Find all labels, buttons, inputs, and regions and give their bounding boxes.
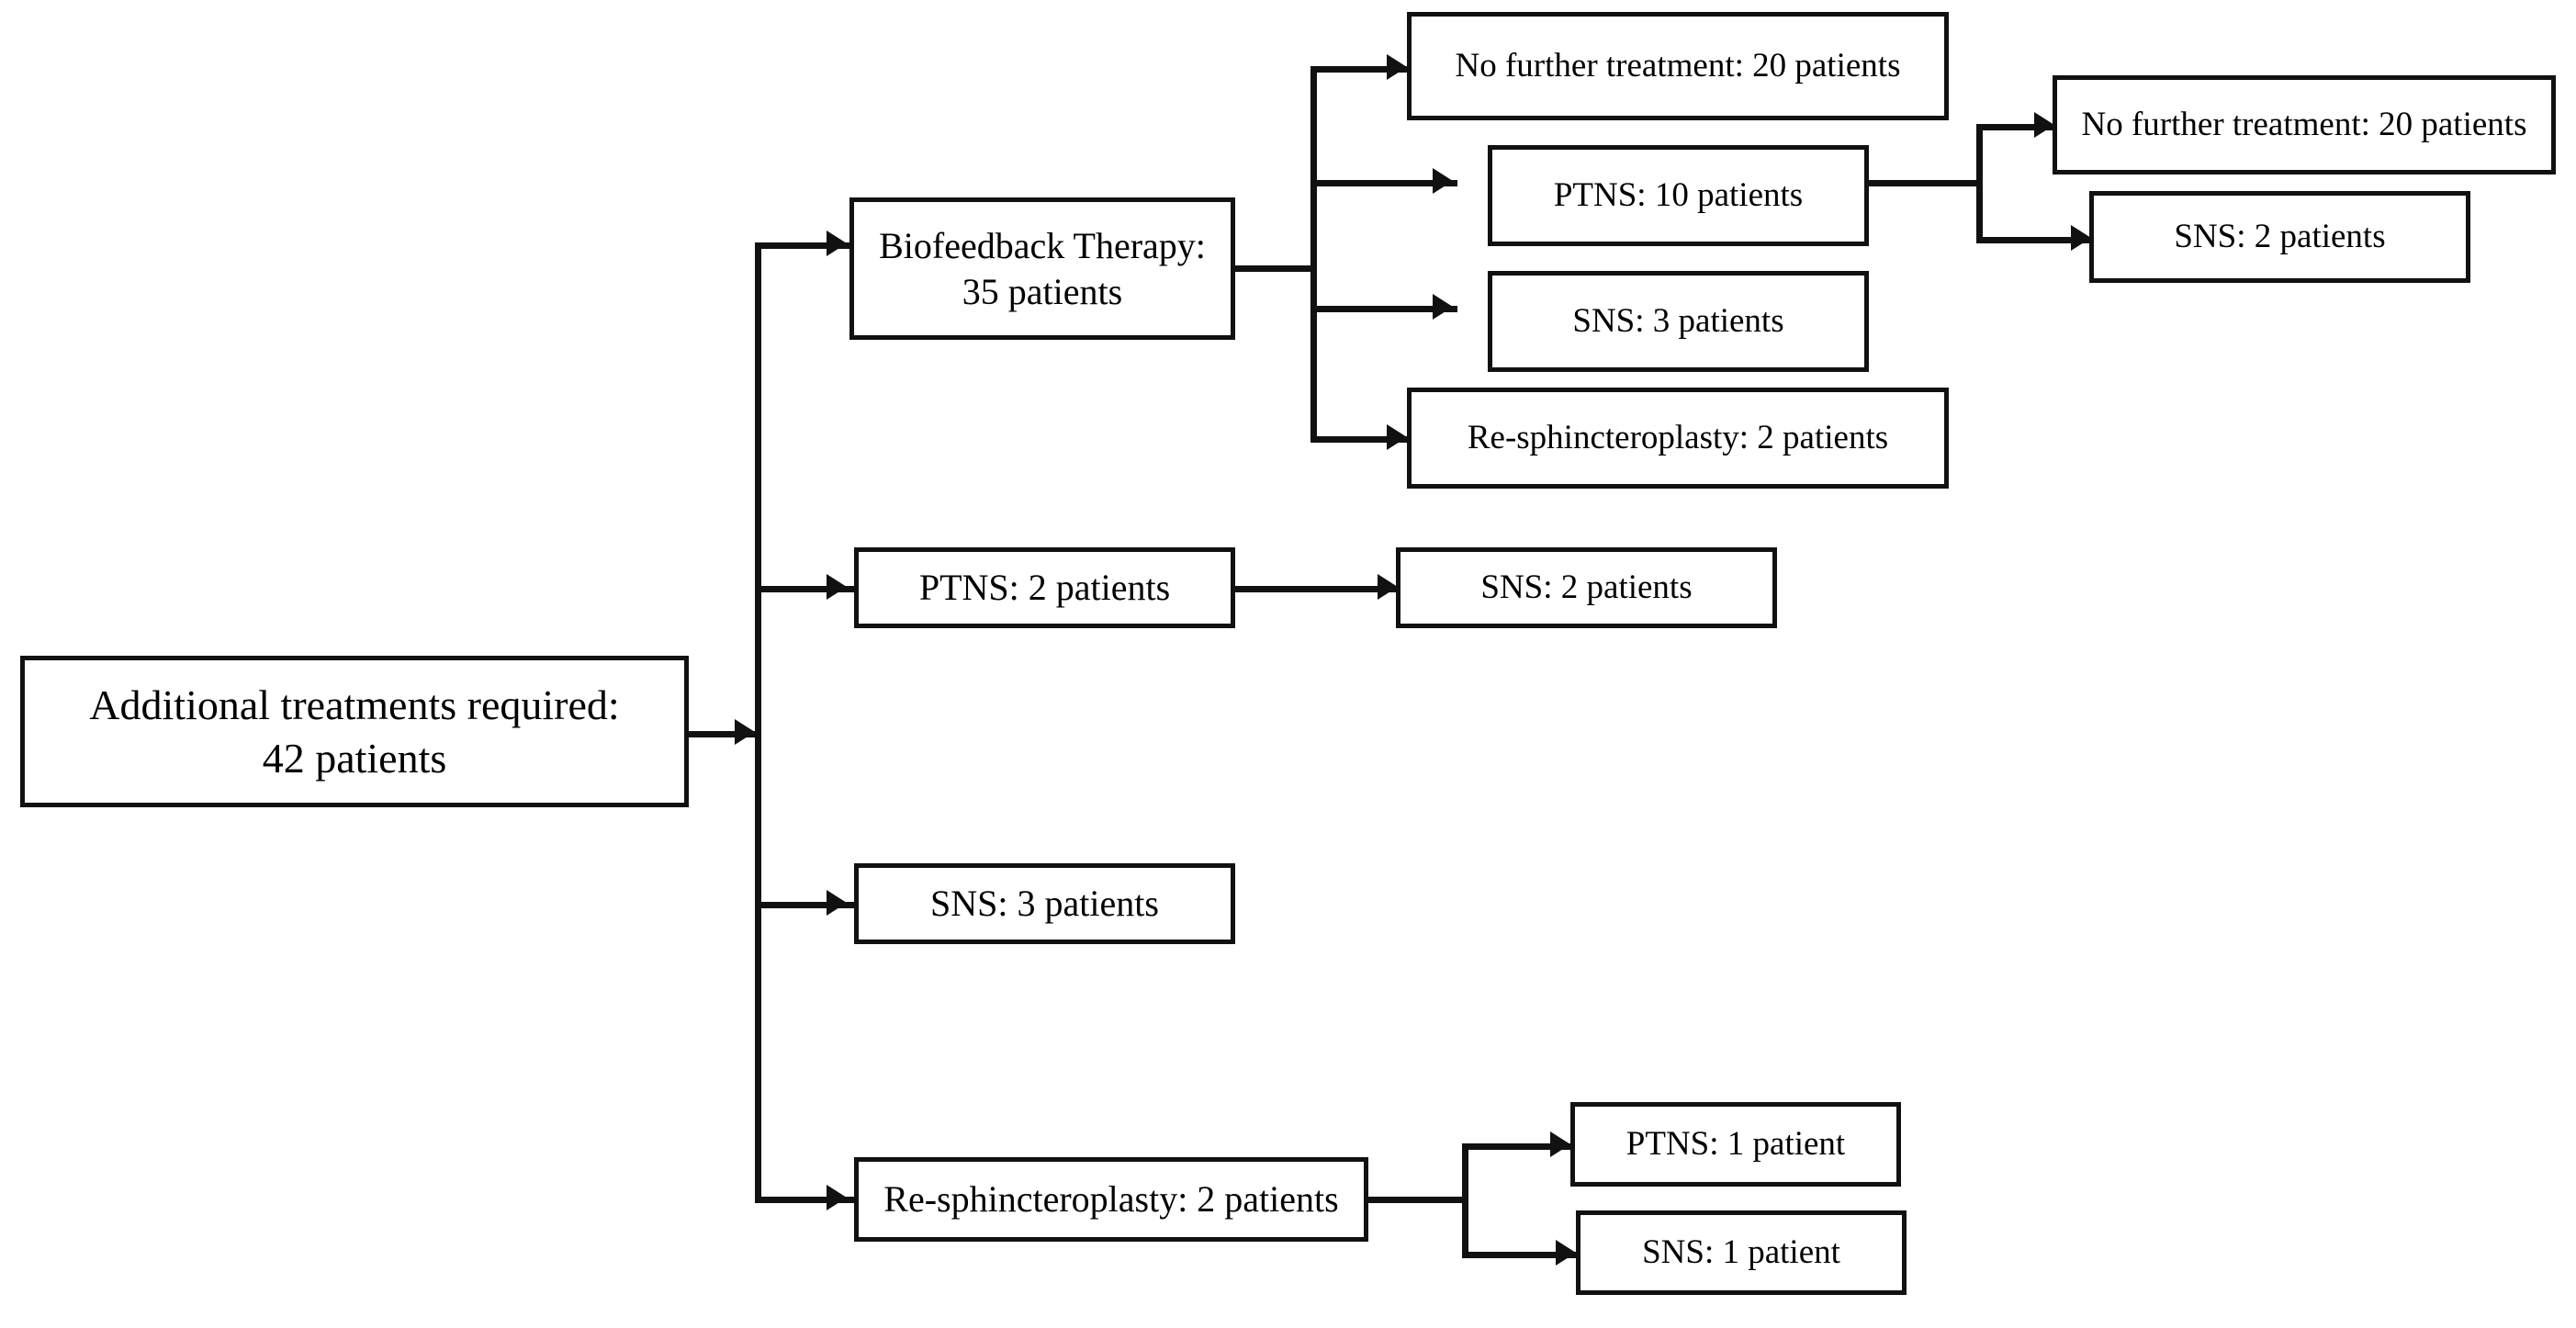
arrowhead-bf-resphincter	[1387, 424, 1407, 450]
node-bf-ptns-label: PTNS: 10 patients	[1553, 175, 1804, 214]
node-bf-resphincter-label: Re-sphincteroplasty: 2 patients	[1467, 418, 1889, 456]
node-resph-sns-label: SNS: 1 patient	[1642, 1232, 1840, 1271]
edge-bus-to-resph-ptns	[1462, 1143, 1572, 1150]
node-biofeedback-therapy[interactable]: Biofeedback Therapy: 35 patients	[849, 197, 1235, 340]
edge-bus-to-resph-sns	[1462, 1252, 1578, 1258]
edge-bfptns-to-bus	[1869, 180, 1983, 186]
arrowhead-ptns2	[827, 574, 847, 600]
arrowhead-ptns10-sns	[2071, 225, 2091, 251]
bus-resphincter-vertical	[1462, 1143, 1468, 1258]
arrowhead-resphincter2	[827, 1185, 847, 1210]
node-ptns10-sns[interactable]: SNS: 2 patients	[2089, 191, 2470, 283]
node-sns3-label: SNS: 3 patients	[930, 883, 1159, 924]
node-bf-ptns[interactable]: PTNS: 10 patients	[1488, 145, 1869, 246]
edge-trunk-to-sns3	[755, 902, 854, 908]
node-bf-re-sphincteroplasty[interactable]: Re-sphincteroplasty: 2 patients	[1407, 388, 1949, 489]
node-root-additional-treatments[interactable]: Additional treatments required: 42 patie…	[20, 656, 689, 807]
edge-bus-to-bf-sns	[1310, 306, 1457, 312]
edge-bus-to-ptns10-no-further	[1976, 124, 2057, 130]
node-ptns2-sns[interactable]: SNS: 2 patients	[1396, 547, 1777, 628]
node-bf-sns[interactable]: SNS: 3 patients	[1488, 271, 1869, 372]
node-ptns10-no-further-label: No further treatment: 20 patients	[2081, 105, 2527, 143]
edge-resphincter2-to-bus	[1368, 1197, 1468, 1203]
node-ptns2-label: PTNS: 2 patients	[918, 567, 1171, 608]
bus-bfptns-vertical	[1976, 124, 1983, 243]
node-sns-3-patients[interactable]: SNS: 3 patients	[854, 863, 1235, 944]
arrowhead-resph-ptns	[1550, 1131, 1570, 1157]
edge-trunk-to-resphincter2	[755, 1197, 854, 1203]
arrowhead-root-trunk	[735, 719, 755, 745]
node-bf-no-further-treatment[interactable]: No further treatment: 20 patients	[1407, 12, 1949, 120]
edge-bus-to-ptns10-sns	[1976, 237, 2094, 243]
arrowhead-bf-ptns	[1433, 168, 1453, 194]
node-ptns10-sns-label: SNS: 2 patients	[2174, 217, 2386, 255]
node-re-sphincteroplasty-2-patients[interactable]: Re-sphincteroplasty: 2 patients	[854, 1157, 1368, 1242]
edge-ptns2-to-sns2	[1235, 586, 1400, 592]
arrowhead-resph-sns	[1556, 1240, 1576, 1266]
edge-bus-to-bf-ptns	[1310, 180, 1457, 186]
edge-biofeedback-to-bus	[1235, 265, 1317, 272]
node-resph-sns[interactable]: SNS: 1 patient	[1576, 1210, 1907, 1295]
node-root-label: Additional treatments required: 42 patie…	[89, 681, 620, 782]
node-bf-no-further-label: No further treatment: 20 patients	[1455, 46, 1901, 84]
node-ptns2-sns-label: SNS: 2 patients	[1480, 568, 1693, 606]
node-resphincter2-label: Re-sphincteroplasty: 2 patients	[883, 1178, 1339, 1220]
node-resph-ptns-label: PTNS: 1 patient	[1625, 1124, 1846, 1163]
edge-bus-to-bf-no-further	[1310, 66, 1412, 73]
node-ptns10-no-further-treatment[interactable]: No further treatment: 20 patients	[2053, 75, 2556, 174]
arrowhead-ptns10-no-further	[2034, 112, 2054, 138]
edge-bus-to-bf-resphincter	[1310, 436, 1412, 443]
edge-trunk-to-ptns2	[755, 586, 854, 592]
arrowhead-ptns2-sns2	[1378, 574, 1398, 600]
arrowhead-biofeedback	[827, 231, 847, 256]
node-biofeedback-label: Biofeedback Therapy: 35 patients	[879, 224, 1206, 312]
edge-root-to-trunk	[689, 731, 760, 737]
bus-biofeedback-vertical	[1310, 66, 1317, 443]
node-ptns-2-patients[interactable]: PTNS: 2 patients	[854, 547, 1235, 628]
node-resph-ptns[interactable]: PTNS: 1 patient	[1570, 1102, 1901, 1187]
arrowhead-bf-sns	[1433, 294, 1453, 320]
arrowhead-bf-no-further	[1387, 54, 1407, 80]
node-bf-sns-label: SNS: 3 patients	[1572, 301, 1784, 340]
edge-trunk-to-biofeedback	[755, 242, 854, 249]
trunk-main-vertical	[755, 242, 761, 1203]
arrowhead-sns3	[827, 890, 847, 916]
